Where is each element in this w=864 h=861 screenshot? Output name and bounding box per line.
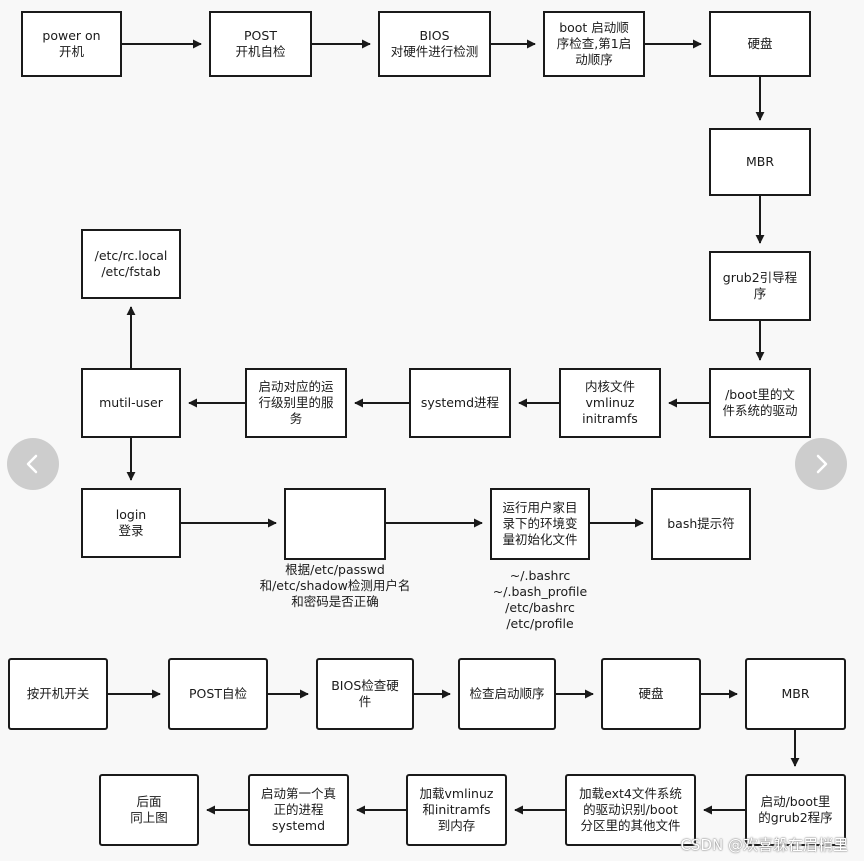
flow-node-mbr: MBR (709, 128, 811, 196)
flow-node-grub2: grub2引导程 序 (709, 251, 811, 321)
flow-node-boot-fs-driver: /boot里的文 件系统的驱动 (709, 368, 811, 438)
flow-node-bash-prompt: bash提示符 (651, 488, 751, 560)
flow-node-kernel-files: 内核文件 vmlinuz initramfs (559, 368, 661, 438)
flow-node-bios: BIOS 对硬件进行检测 (378, 11, 491, 77)
flow-node-power-switch: 按开机开关 (8, 658, 108, 730)
flow-node-first-process: 启动第一个真 正的进程 systemd (248, 774, 349, 846)
flow-node-mbr2: MBR (745, 658, 846, 730)
flow-node-boot-order: boot 启动顺 序检查,第1启 动顺序 (543, 11, 645, 77)
chevron-right-icon (816, 454, 828, 474)
flow-node-start-grub2: 启动/boot里 的grub2程序 (745, 774, 846, 846)
flow-node-passwd-check (284, 488, 386, 560)
flow-node-post: POST 开机自检 (209, 11, 312, 77)
flow-node-load-ext4: 加载ext4文件系统 的驱动识别/boot 分区里的其他文件 (565, 774, 696, 846)
flow-node-multi-user: mutil-user (81, 368, 181, 438)
csdn-watermark: CSDN @欢喜躲在眉梢里 (680, 836, 848, 854)
flow-node-disk2: 硬盘 (601, 658, 701, 730)
next-slide-button[interactable] (795, 438, 847, 490)
flow-node-env-init: 运行用户家目 录下的环境变 量初始化文件 (490, 488, 590, 560)
flow-node-rc-local: /etc/rc.local /etc/fstab (81, 229, 181, 299)
flow-node-power-on: power on 开机 (21, 11, 122, 77)
flow-node-runlevel-services: 启动对应的运 行级别里的服 务 (245, 368, 347, 438)
flow-node-bios2: BIOS检查硬 件 (316, 658, 414, 730)
chevron-left-icon (26, 454, 38, 474)
flow-node-systemd: systemd进程 (409, 368, 511, 438)
flow-node-check-order: 检查启动顺序 (458, 658, 556, 730)
flow-node-load-vmlinuz: 加载vmlinuz 和initramfs 到内存 (406, 774, 507, 846)
flow-node-post2: POST自检 (168, 658, 268, 730)
profile-files-note: ~/.bashrc ~/.bash_profile /etc/bashrc /e… (492, 568, 588, 631)
flow-node-same-as-above: 后面 同上图 (99, 774, 199, 846)
prev-slide-button[interactable] (7, 438, 59, 490)
passwd-check-note: 根据/etc/passwd 和/etc/shadow检测用户名 和密码是否正确 (259, 562, 411, 609)
flow-node-login: login 登录 (81, 488, 181, 558)
flow-node-disk: 硬盘 (709, 11, 811, 77)
